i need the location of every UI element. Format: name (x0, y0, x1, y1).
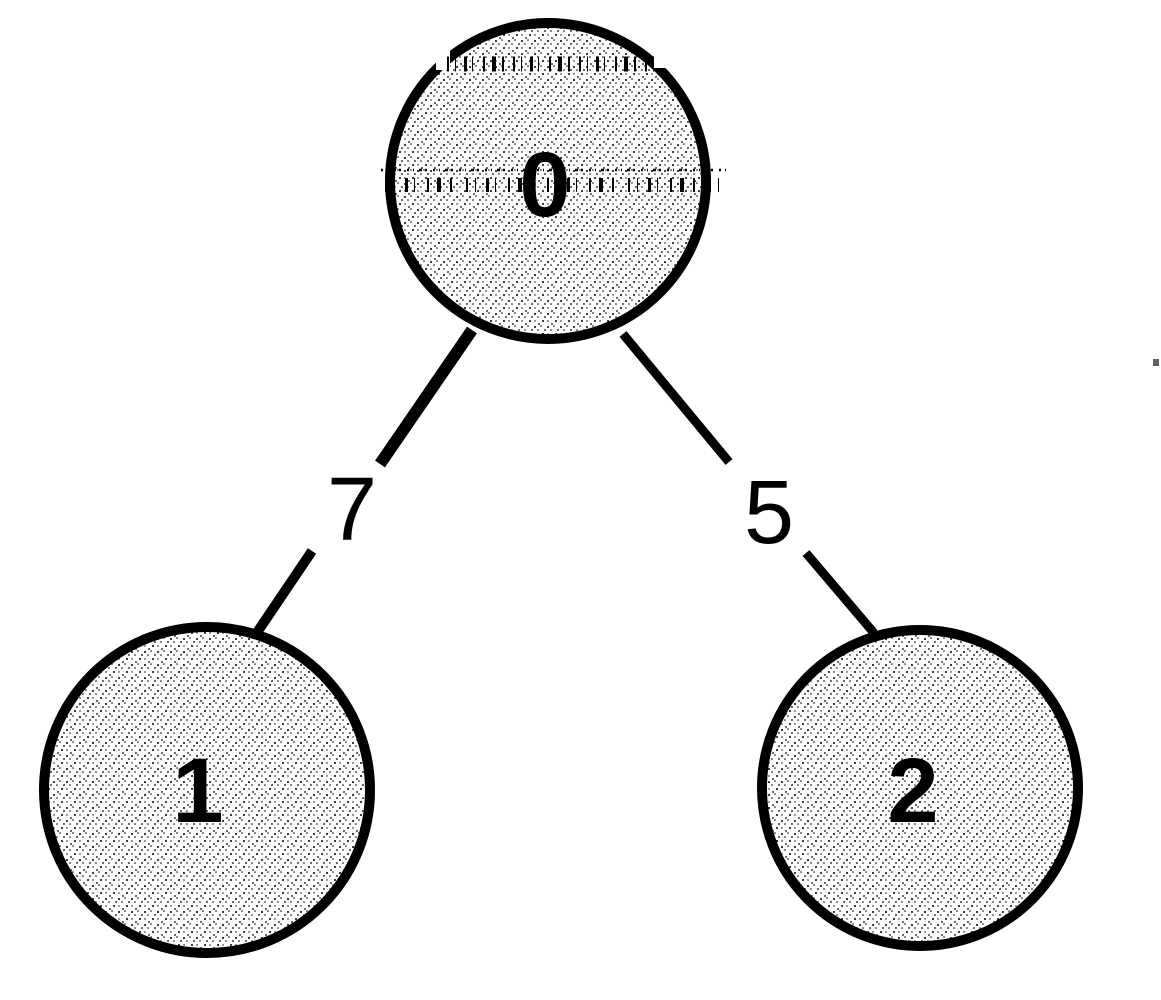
edge-0-1-weight-label: 7 (327, 460, 377, 560)
scan-notch-right (654, 44, 668, 68)
node-2-circle (757, 625, 1083, 951)
edge-0-1 (251, 326, 477, 637)
scan-speck (1153, 359, 1159, 366)
node-2: 2 (757, 625, 1083, 951)
node-1: 1 (39, 622, 375, 958)
edge-0-2 (619, 331, 878, 636)
scan-notch-left (436, 46, 450, 70)
edge-0-1-upper-segment (375, 326, 477, 468)
edge-0-2-weight-label: 5 (744, 463, 794, 563)
node-0: 0 (381, 18, 729, 344)
node-1-label: 1 (172, 740, 223, 842)
scan-artifact-bands (381, 56, 729, 192)
node-1-circle (39, 622, 375, 958)
node-0-label: 0 (519, 134, 570, 236)
edge-0-2-lower-segment (802, 550, 878, 636)
edge-0-2-upper-segment (619, 331, 733, 465)
edge-0-1-lower-segment (251, 548, 317, 637)
node-2-label: 2 (887, 740, 938, 842)
